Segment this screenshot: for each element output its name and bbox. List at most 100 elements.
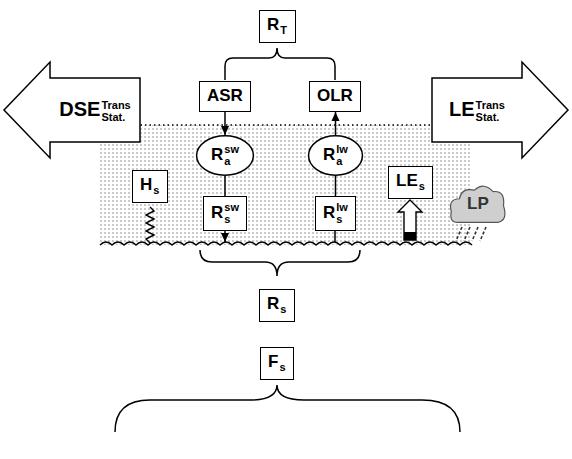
- cloud-shape: LP: [449, 183, 507, 226]
- sensible-heat-wiggle: [146, 207, 154, 243]
- flux-line: [335, 112, 337, 135]
- text-line: OLR: [317, 86, 353, 105]
- label-text: F: [268, 352, 278, 371]
- text-line: LEs: [396, 171, 425, 190]
- flux-box: Fs: [260, 347, 294, 380]
- subscript-text: a: [224, 155, 239, 167]
- flux-box: Rsws: [203, 196, 247, 231]
- flux-ellipse: Rswa: [196, 135, 254, 176]
- label-text: LP: [467, 194, 489, 213]
- node-text: Rsws: [211, 201, 239, 225]
- script-stack: TransStat.: [101, 99, 130, 123]
- flux-line: [224, 112, 226, 135]
- flux-line: [224, 176, 226, 196]
- node-text: DSETransStat.: [50, 78, 140, 142]
- text-line: Rsws: [211, 203, 239, 222]
- text-line: ASR: [207, 86, 243, 105]
- subscript-text: Stat.: [101, 111, 130, 123]
- text-line: LETransStat.: [449, 97, 505, 123]
- node-text: Rs: [267, 294, 287, 316]
- script-stack: TransStat.: [476, 99, 505, 123]
- ellipse-outline: [197, 136, 254, 175]
- subscript-text: T: [280, 24, 287, 36]
- superscript-text: Trans: [476, 99, 505, 111]
- subscript-text: s: [153, 184, 159, 196]
- flux-box: Rs: [259, 289, 295, 322]
- rain-streaks: [456, 227, 486, 241]
- label-text: LE: [449, 98, 475, 120]
- text-line: RT: [267, 15, 287, 34]
- rain-streak: [464, 227, 470, 241]
- text-line: Rswa: [211, 145, 239, 164]
- flux-box: Hs: [132, 170, 168, 203]
- subscript-text: s: [224, 213, 239, 225]
- latent-heat-arrow: [398, 200, 422, 240]
- sw-surface-arrow: [224, 231, 226, 242]
- label-text: ASR: [207, 86, 243, 105]
- flux-ellipse: Rlwa: [308, 135, 363, 176]
- subscript-text: Stat.: [476, 111, 505, 123]
- arrow-outline: [4, 62, 140, 158]
- node-text: ASR: [207, 86, 243, 106]
- script-stack: sws: [224, 201, 239, 225]
- superscript-text: sw: [224, 201, 239, 213]
- script-stack: lws: [336, 201, 348, 225]
- subscript-text: s: [279, 361, 285, 373]
- text-line: Hs: [140, 175, 159, 194]
- flux-line: [335, 176, 337, 196]
- flux-box: LEs: [388, 166, 433, 199]
- label-text: R: [211, 145, 223, 164]
- node-text: LEs: [396, 171, 425, 193]
- text-line: Rlwa: [323, 145, 348, 164]
- superscript-text: Trans: [101, 99, 130, 111]
- node-text: Rlwa: [323, 143, 348, 167]
- text-line: DSETransStat.: [59, 97, 130, 123]
- node-text: LP: [467, 194, 489, 214]
- label-text: R: [267, 294, 279, 313]
- rain-streak: [472, 227, 478, 241]
- top-of-atmosphere: [100, 124, 472, 126]
- surface-brace: [200, 250, 360, 276]
- node-text: Hs: [140, 175, 160, 197]
- label-text: H: [140, 175, 152, 194]
- subscript-text: s: [280, 303, 286, 315]
- label-text: R: [267, 15, 279, 34]
- transport-arrow: DSETransStat.: [2, 60, 142, 160]
- surface-waves: [100, 242, 472, 245]
- script-stack: swa: [224, 143, 239, 167]
- flux-box: Rlws: [315, 196, 356, 231]
- atmosphere-stipple: [100, 125, 472, 245]
- top-brace: [225, 48, 335, 80]
- text-line: LP: [467, 194, 489, 213]
- subscript-text: s: [336, 213, 348, 225]
- label-text: LE: [396, 171, 418, 190]
- subscript-text: a: [336, 155, 348, 167]
- superscript-text: sw: [224, 143, 239, 155]
- label-text: R: [323, 145, 335, 164]
- bottom-brace: [115, 385, 460, 432]
- label-text: R: [323, 203, 335, 222]
- ellipse-outline: [309, 136, 363, 175]
- node-text: Rlws: [323, 201, 348, 225]
- subscript-text: s: [419, 180, 425, 192]
- rain-streak: [480, 227, 486, 241]
- text-line: Fs: [268, 352, 286, 371]
- node-text: Fs: [268, 352, 286, 374]
- node-text: Rswa: [211, 143, 239, 167]
- lw-surface-line: [334, 231, 336, 242]
- ellipse-outline: [308, 135, 363, 176]
- flux-box: RT: [259, 10, 296, 43]
- transport-arrow: LETransStat.: [430, 60, 570, 160]
- node-text: LETransStat.: [432, 78, 522, 142]
- node-text: RT: [267, 15, 288, 37]
- text-line: Rs: [267, 294, 286, 313]
- superscript-text: lw: [336, 143, 348, 155]
- label-text: DSE: [59, 98, 100, 120]
- flux-box: OLR: [309, 81, 361, 112]
- rain-streak: [456, 227, 462, 241]
- label-text: R: [211, 203, 223, 222]
- cloud-outline: [451, 186, 505, 222]
